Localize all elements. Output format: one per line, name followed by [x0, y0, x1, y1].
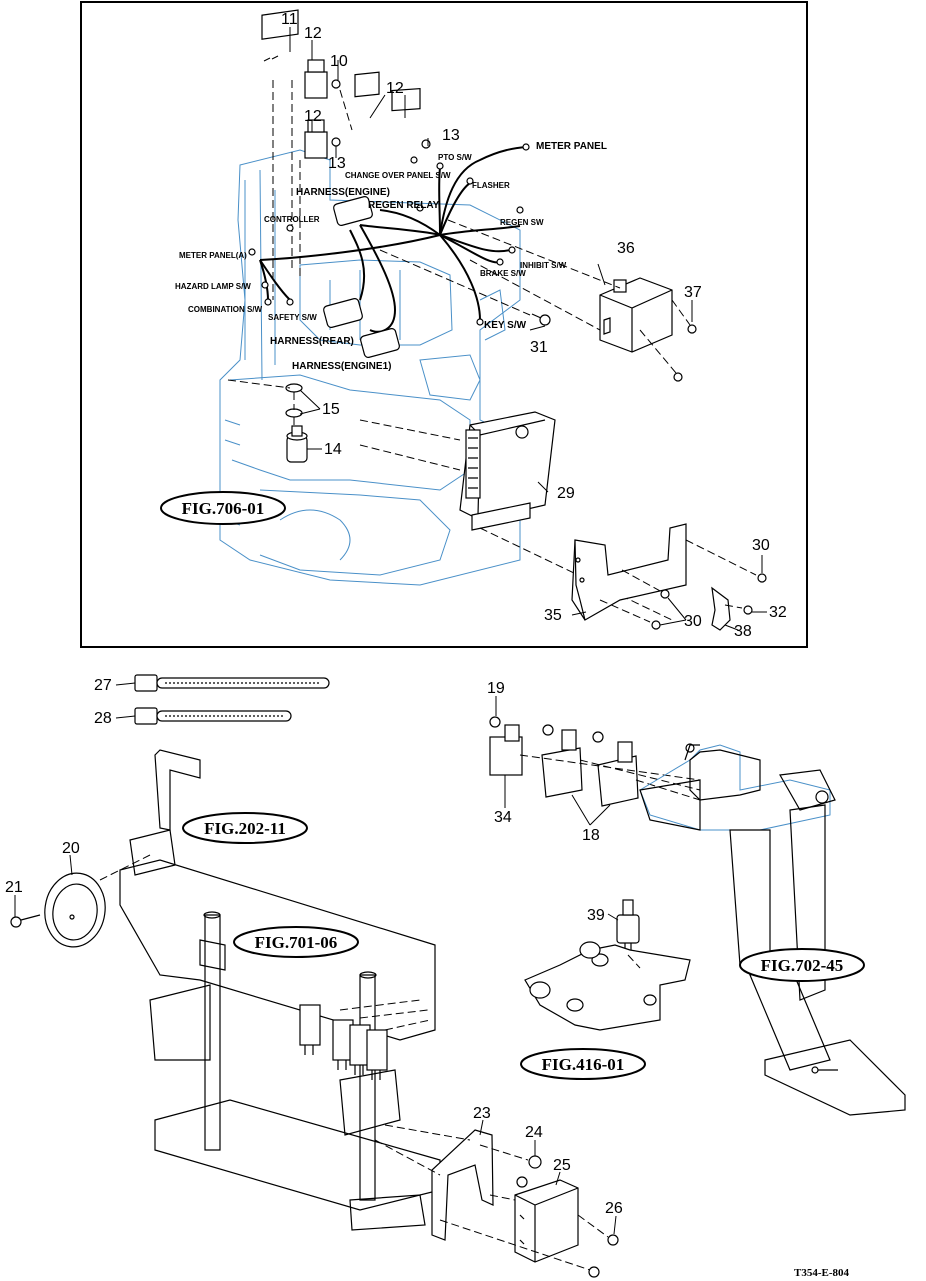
- washer-19: [489, 716, 501, 728]
- relay-34: [489, 724, 523, 776]
- fig-ref-202-11[interactable]: FIG.202-11: [182, 812, 308, 844]
- switch-14: [286, 425, 308, 463]
- callout-31: 31: [530, 339, 548, 356]
- callout-19: 19: [487, 680, 505, 697]
- callout-30-top: 30: [752, 537, 770, 554]
- relay-12-right: [354, 71, 431, 149]
- bracket-35: [571, 523, 687, 621]
- connector-harness-engine1: [360, 328, 400, 358]
- callout-18: 18: [582, 827, 600, 844]
- cable-tie-28: [134, 707, 292, 725]
- callout-32: 32: [769, 604, 787, 621]
- fig-ref-701-06[interactable]: FIG.701-06: [233, 926, 359, 958]
- callout-37: 37: [684, 284, 702, 301]
- label-brake-sw: BRAKE S/W: [480, 269, 526, 278]
- label-meter-panel-a: METER PANEL(A): [179, 251, 247, 260]
- bolt-37-b: [673, 372, 683, 382]
- callout-14: 14: [324, 441, 342, 458]
- callout-34: 34: [494, 809, 512, 826]
- bracket-23: [431, 1129, 494, 1241]
- callout-29: 29: [557, 485, 575, 502]
- callout-30-bottom: 30: [684, 613, 702, 630]
- pedal-frame: [639, 743, 906, 1116]
- callout-26: 26: [605, 1200, 623, 1217]
- label-flasher: FLASHER: [472, 181, 510, 190]
- callout-38: 38: [734, 623, 752, 640]
- upper-panel-frame: [80, 1, 808, 648]
- callout-13-left: 13: [328, 155, 346, 172]
- label-change-over-panel-sw: CHANGE OVER PANEL S/W: [345, 171, 451, 180]
- fig-ref-702-45-label: FIG.702-45: [761, 956, 844, 975]
- label-harness-engine1: HARNESS(ENGINE1): [292, 361, 391, 372]
- unit-25: [514, 1179, 579, 1263]
- label-regen-sw: REGEN SW: [500, 218, 544, 227]
- label-hazard-lamp-sw: HAZARD LAMP S/W: [175, 282, 251, 291]
- callout-11: 11: [281, 11, 298, 28]
- callout-27: 27: [94, 677, 112, 694]
- label-controller: CONTROLLER: [264, 215, 320, 224]
- label-meter-panel: METER PANEL: [536, 141, 607, 152]
- callout-25: 25: [553, 1157, 571, 1174]
- sensor-39: [616, 899, 640, 953]
- label-harness-rear: HARNESS(REAR): [270, 336, 354, 347]
- fig-ref-706-01-label: FIG.706-01: [182, 499, 265, 518]
- callout-12-top: 12: [304, 25, 322, 42]
- label-harness-engine: HARNESS(ENGINE): [296, 187, 390, 198]
- fig-ref-202-11-label: FIG.202-11: [204, 819, 286, 838]
- controller-36: [599, 277, 673, 353]
- callout-12-mid: 12: [304, 108, 322, 125]
- bolt-37-a: [687, 324, 697, 334]
- fig-ref-416-01-label: FIG.416-01: [542, 1055, 625, 1074]
- figure-code: T354-E-804: [794, 1267, 850, 1279]
- connector-harness-engine: [333, 196, 373, 226]
- fig-ref-416-01[interactable]: FIG.416-01: [520, 1048, 646, 1080]
- bolt-21: [10, 914, 41, 928]
- wire-terminals: [248, 143, 530, 326]
- cable-tie-27: [134, 674, 330, 692]
- callout-36: 36: [617, 240, 635, 257]
- callout-35: 35: [544, 607, 562, 624]
- nuts-15: [285, 383, 303, 418]
- relay-11: [261, 9, 299, 62]
- horn-20: [44, 872, 106, 948]
- bolt-10: [331, 79, 341, 89]
- bolts-24-26: [516, 1155, 619, 1278]
- horn-mount-frame: [119, 749, 441, 1231]
- label-pto-sw: PTO S/W: [438, 153, 472, 162]
- callout-10: 10: [330, 53, 348, 70]
- callout-24: 24: [525, 1124, 543, 1141]
- label-safety-sw: SAFETY S/W: [268, 313, 317, 322]
- leader-lines: [14, 27, 767, 1235]
- callout-23: 23: [473, 1105, 491, 1122]
- ecu-29: [459, 411, 556, 531]
- bolts-30-32: [651, 573, 767, 630]
- fig-ref-702-45[interactable]: FIG.702-45: [739, 948, 865, 982]
- callout-20: 20: [62, 840, 80, 857]
- relays-18: [541, 724, 639, 807]
- callout-21: 21: [5, 879, 23, 896]
- connector-harness-rear: [323, 298, 363, 328]
- label-inhibit-sw: INHIBIT S/W: [520, 261, 567, 270]
- bracket-416: [524, 941, 691, 1031]
- callout-28: 28: [94, 710, 112, 727]
- callout-13-right: 13: [442, 127, 460, 144]
- bolt-31: [531, 313, 551, 326]
- label-key-sw: KEY S/W: [484, 320, 527, 331]
- relay-12-top: [304, 59, 328, 99]
- fuse-blocks: [299, 1004, 388, 1080]
- bracket-38: [711, 586, 731, 631]
- label-regen-relay: REGEN RELAY: [368, 200, 440, 211]
- fig-ref-701-06-label: FIG.701-06: [255, 933, 338, 952]
- callout-15: 15: [322, 401, 340, 418]
- callout-39: 39: [587, 907, 605, 924]
- callout-12-right: 12: [386, 80, 404, 97]
- label-combination-sw: COMBINATION S/W: [188, 305, 263, 314]
- relay-12-mid: [304, 119, 341, 159]
- fig-ref-706-01[interactable]: FIG.706-01: [160, 491, 286, 525]
